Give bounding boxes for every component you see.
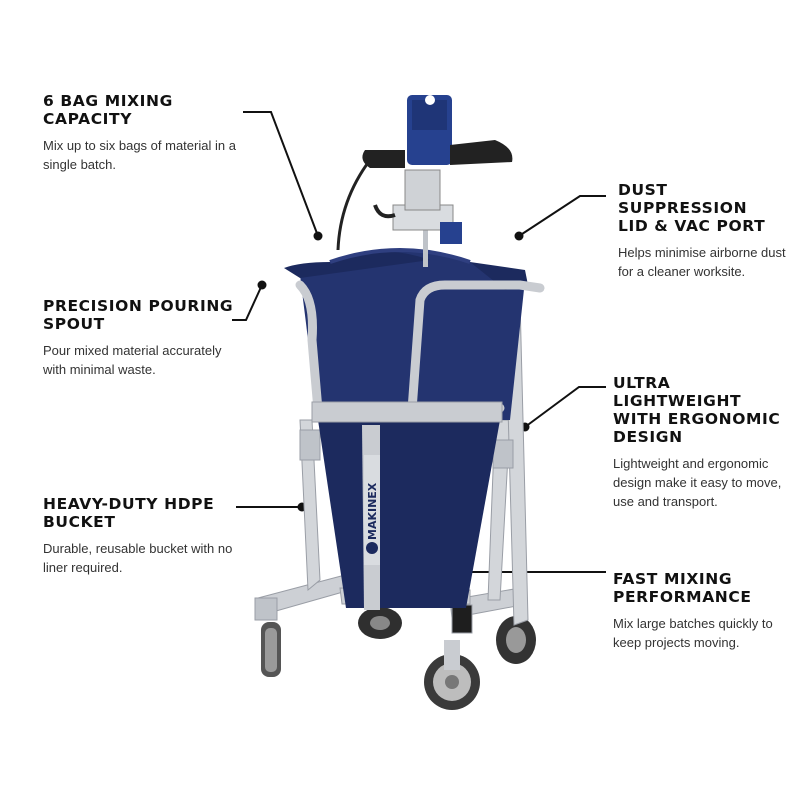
feature-description: Durable, reusable bucket with no liner r…	[43, 541, 233, 575]
feature-description: Mix up to six bags of material in a sing…	[43, 138, 236, 172]
feature-description: Pour mixed material accurately with mini…	[43, 343, 222, 377]
feature-description: Lightweight and ergonomic design make it…	[613, 456, 782, 509]
feature-pouring-spout: PRECISION POURING SPOUT Pour mixed mater…	[43, 297, 243, 379]
feature-dust-suppression: DUST SUPPRESSION LID & VAC PORT Helps mi…	[618, 181, 788, 281]
feature-title: DUST SUPPRESSION LID & VAC PORT	[618, 181, 766, 235]
svg-text:MAKINEX: MAKINEX	[366, 482, 379, 540]
frame-legs	[299, 299, 529, 626]
mixer-head	[336, 95, 513, 267]
feature-title: PRECISION POURING SPOUT	[43, 297, 234, 333]
feature-description: Mix large batches quickly to keep projec…	[613, 616, 773, 650]
feature-hdpe-bucket: HEAVY-DUTY HDPE BUCKET Durable, reusable…	[43, 495, 243, 577]
feature-mixing-capacity: 6 BAG MIXING CAPACITY Mix up to six bags…	[43, 92, 243, 174]
feature-fast-mixing: FAST MIXING PERFORMANCE Mix large batche…	[613, 570, 793, 652]
feature-title: ULTRA LIGHTWEIGHT WITH ERGONOMIC DESIGN	[613, 374, 781, 446]
feature-description: Helps minimise airborne dust for a clean…	[618, 245, 786, 279]
feature-title: FAST MIXING PERFORMANCE	[613, 570, 752, 606]
callout-lines	[232, 111, 606, 573]
wheels	[261, 607, 536, 710]
feature-title: HEAVY-DUTY HDPE BUCKET	[43, 495, 215, 531]
makinex-strip: MAKINEX	[362, 425, 380, 610]
feature-title: 6 BAG MIXING CAPACITY	[43, 92, 173, 128]
feature-lightweight: ULTRA LIGHTWEIGHT WITH ERGONOMIC DESIGN …	[613, 374, 793, 511]
